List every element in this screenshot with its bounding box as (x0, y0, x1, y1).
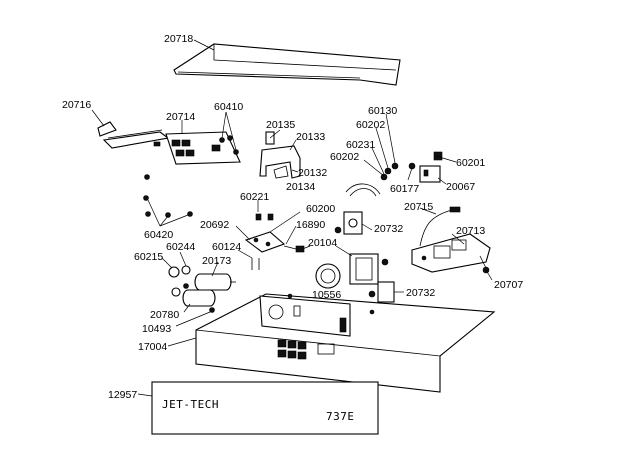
label-60201: 60201 (456, 157, 485, 169)
temperature-probe-part (419, 206, 461, 247)
label-20732-lower: 20732 (406, 287, 435, 299)
screw-set-right-top (380, 162, 416, 181)
nameplate-part: JET-TECH 737E (151, 381, 379, 435)
screw-pair (251, 258, 260, 270)
bushing-set (168, 265, 191, 297)
label-60215: 60215 (134, 251, 163, 263)
label-60244: 60244 (166, 241, 195, 253)
nameplate-model-text: 737E (326, 410, 355, 423)
ribbon-cable-part (97, 121, 170, 149)
label-20716: 20716 (62, 99, 91, 111)
label-20135: 20135 (266, 119, 295, 131)
label-60200: 60200 (306, 203, 335, 215)
label-60420: 60420 (144, 229, 173, 241)
part-number-labels: 20718 20716 20714 60410 20135 20133 2013… (62, 33, 523, 401)
power-board-part (411, 233, 491, 274)
capacitor-part (194, 273, 236, 291)
screw-set-left (143, 174, 193, 218)
label-60202-lower: 60202 (330, 151, 359, 163)
terminal-plate-part (244, 213, 311, 253)
label-20707: 20707 (494, 279, 523, 291)
transformer-part (349, 253, 389, 285)
label-20713: 20713 (456, 225, 485, 237)
label-60177: 60177 (390, 183, 419, 195)
nameplate-brand-text: JET-TECH (162, 398, 219, 411)
label-20173: 20173 (202, 255, 231, 267)
label-20134: 20134 (286, 181, 315, 193)
label-20692: 20692 (200, 219, 229, 231)
label-10493: 10493 (142, 323, 171, 335)
label-20714: 20714 (166, 111, 195, 123)
fan-motor-part (182, 289, 216, 313)
label-20780: 20780 (150, 309, 179, 321)
junction-box-part (368, 281, 395, 303)
leader-lines (91, 39, 493, 397)
label-60410: 60410 (214, 101, 243, 113)
label-60202-upper: 60202 (356, 119, 385, 131)
label-20718: 20718 (164, 33, 193, 45)
label-20104: 20104 (308, 237, 337, 249)
ring-gasket-part (315, 263, 341, 289)
label-20067: 20067 (446, 181, 475, 193)
heater-coil-part (334, 183, 381, 235)
label-60130: 60130 (368, 105, 397, 117)
control-board-part (165, 131, 241, 165)
label-10556: 10556 (312, 289, 341, 301)
label-20715: 20715 (404, 201, 433, 213)
label-60124: 60124 (212, 241, 241, 253)
label-60221: 60221 (240, 191, 269, 203)
chassis-part (195, 293, 496, 393)
label-20132: 20132 (298, 167, 327, 179)
top-cover-part (173, 43, 401, 86)
switch-bracket-part (259, 131, 301, 179)
label-17004: 17004 (138, 341, 167, 353)
relay-part (419, 151, 443, 183)
label-20133: 20133 (296, 131, 325, 143)
label-20732-upper: 20732 (374, 223, 403, 235)
label-16890: 16890 (296, 219, 325, 231)
label-60231: 60231 (346, 139, 375, 151)
label-12957: 12957 (108, 389, 137, 401)
